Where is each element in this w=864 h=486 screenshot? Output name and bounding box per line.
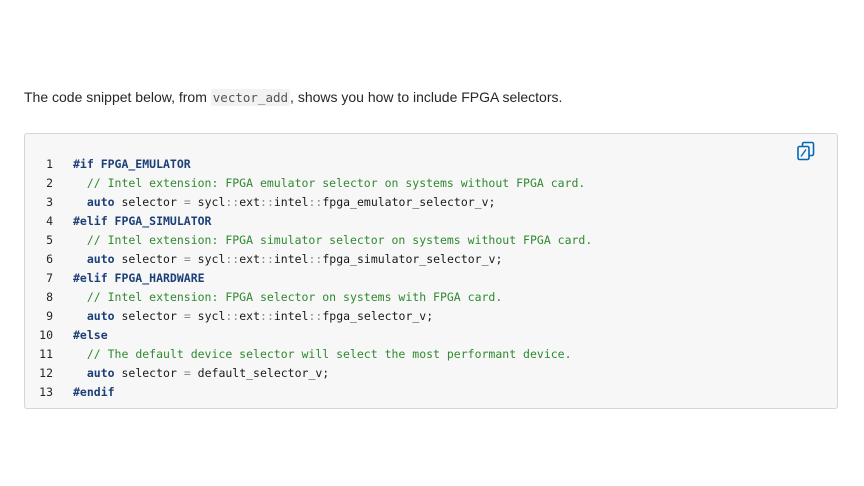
code-token: intel (273, 252, 309, 266)
code-token: = (183, 252, 191, 266)
line-number: 8 (46, 290, 53, 304)
code-token: selector (114, 309, 184, 323)
code-text: auto selector = sycl::ext::intel::fpga_s… (53, 307, 433, 326)
code-text: // Intel extension: FPGA emulator select… (53, 174, 586, 193)
code-token: selector (114, 366, 184, 380)
code-line: 11 // The default device selector will s… (25, 345, 592, 364)
code-text: // Intel extension: FPGA simulator selec… (53, 231, 592, 250)
code-token: #endif (73, 385, 115, 399)
code-token: ext (239, 195, 261, 209)
code-token: #else (73, 328, 108, 342)
code-token: fpga_selector_v; (322, 309, 434, 323)
code-token (73, 195, 87, 209)
code-token (73, 176, 87, 190)
code-line: 6 auto selector = sycl::ext::intel::fpga… (25, 250, 592, 269)
line-number: 6 (46, 252, 53, 266)
code-token: :: (308, 252, 323, 266)
code-line: 4 #elif FPGA_SIMULATOR (25, 212, 592, 231)
line-number: 12 (39, 366, 53, 380)
code-text: #elif FPGA_HARDWARE (53, 269, 205, 288)
code-token: :: (260, 252, 274, 266)
code-token (73, 290, 87, 304)
code-line: 9 auto selector = sycl::ext::intel::fpga… (25, 307, 592, 326)
code-token: auto (86, 195, 115, 209)
code-token: :: (260, 195, 274, 209)
code-token: fpga_simulator_selector_v; (322, 252, 503, 266)
code-line: 1 #if FPGA_EMULATOR (25, 155, 592, 174)
code-token: intel (273, 195, 309, 209)
code-token: sycl (190, 252, 226, 266)
line-number: 2 (46, 176, 53, 190)
code-token: intel (273, 309, 309, 323)
code-text: #if FPGA_EMULATOR (53, 155, 191, 174)
copy-button[interactable] (795, 140, 817, 162)
code-text: auto selector = sycl::ext::intel::fpga_e… (53, 193, 496, 212)
code-text: auto selector = sycl::ext::intel::fpga_s… (53, 250, 503, 269)
line-number: 1 (46, 157, 53, 171)
code-token: auto (86, 366, 115, 380)
line-number: 10 (39, 328, 53, 342)
code-line: 7 #elif FPGA_HARDWARE (25, 269, 592, 288)
code-token: auto (86, 252, 115, 266)
code-token (73, 347, 87, 361)
code-token: sycl (190, 195, 226, 209)
code-lines: 1 #if FPGA_EMULATOR 2 // Intel extension: … (25, 155, 592, 402)
line-number: 9 (46, 309, 53, 323)
copy-icon (797, 141, 815, 161)
code-token: = (183, 309, 191, 323)
code-token: sycl (190, 309, 226, 323)
code-token: selector (114, 195, 184, 209)
code-block: 1 #if FPGA_EMULATOR 2 // Intel extension: … (24, 133, 838, 409)
line-number: 13 (39, 385, 53, 399)
code-token: default_selector_v; (190, 366, 330, 380)
code-token (73, 366, 87, 380)
code-token: #if FPGA_EMULATOR (73, 157, 191, 171)
code-token: :: (260, 309, 274, 323)
code-token: #elif FPGA_HARDWARE (73, 271, 205, 285)
code-token: = (183, 195, 191, 209)
code-line: 10 #else (25, 326, 592, 345)
code-token: :: (225, 309, 240, 323)
code-line: 13 #endif (25, 383, 592, 402)
code-token: // Intel extension: FPGA simulator selec… (86, 233, 593, 247)
code-token: fpga_emulator_selector_v; (322, 195, 496, 209)
intro-paragraph: The code snippet below, from vector_add,… (24, 87, 562, 108)
line-number: 3 (46, 195, 53, 209)
code-line: 8 // Intel extension: FPGA selector on s… (25, 288, 592, 307)
inline-code-vector-add: vector_add (210, 89, 291, 106)
code-token: :: (308, 195, 323, 209)
code-token: ext (239, 252, 261, 266)
code-token (73, 309, 87, 323)
code-token: // Intel extension: FPGA selector on sys… (86, 290, 503, 304)
code-token: :: (308, 309, 323, 323)
code-token: :: (225, 195, 240, 209)
line-number: 4 (46, 214, 53, 228)
code-line: 2 // Intel extension: FPGA emulator sele… (25, 174, 592, 193)
intro-text-after: , shows you how to include FPGA selector… (290, 89, 563, 105)
code-token: // The default device selector will sele… (86, 347, 572, 361)
line-number: 7 (46, 271, 53, 285)
code-token (73, 252, 87, 266)
code-text: #else (53, 326, 108, 345)
line-number: 5 (46, 233, 53, 247)
code-token: #elif FPGA_SIMULATOR (73, 214, 212, 228)
intro-text-before: The code snippet below, from (24, 89, 211, 105)
code-text: #endif (53, 383, 115, 402)
code-token: auto (86, 309, 115, 323)
code-token: // Intel extension: FPGA emulator select… (86, 176, 586, 190)
code-token: :: (225, 252, 240, 266)
line-number: 11 (39, 347, 53, 361)
code-text: #elif FPGA_SIMULATOR (53, 212, 211, 231)
code-text: // Intel extension: FPGA selector on sys… (53, 288, 502, 307)
code-token: = (183, 366, 191, 380)
code-line: 12 auto selector = default_selector_v; (25, 364, 592, 383)
code-text: // The default device selector will sele… (53, 345, 572, 364)
code-token: selector (114, 252, 184, 266)
code-token: ext (239, 309, 261, 323)
code-line: 5 // Intel extension: FPGA simulator sel… (25, 231, 592, 250)
code-token (73, 233, 87, 247)
code-line: 3 auto selector = sycl::ext::intel::fpga… (25, 193, 592, 212)
code-text: auto selector = default_selector_v; (53, 364, 329, 383)
